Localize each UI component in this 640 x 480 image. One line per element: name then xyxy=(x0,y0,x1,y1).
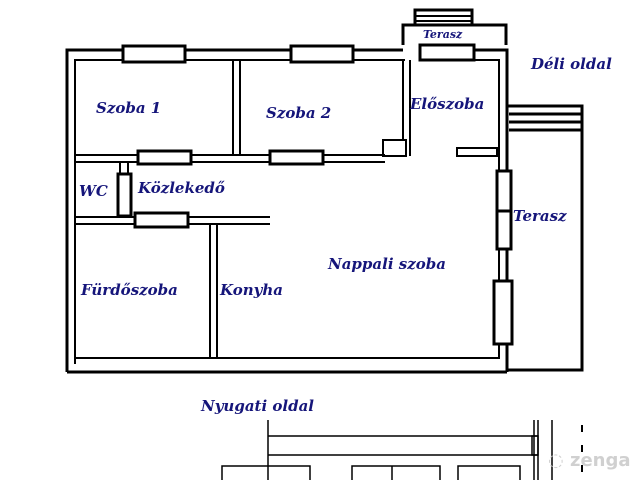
room-label-furdoszoba: Fürdőszoba xyxy=(81,281,178,299)
room-label-wc: WC xyxy=(79,182,108,200)
compass-label-south: Déli oldal xyxy=(531,55,612,73)
room-label-eloszoba: Előszoba xyxy=(410,95,485,113)
terrace-door xyxy=(495,169,513,213)
room-label-terasz-top: Terasz xyxy=(423,28,463,41)
window xyxy=(289,44,355,64)
terrace-right-outline xyxy=(507,104,584,372)
terrace-top-outline xyxy=(401,23,508,45)
watermark-text: zenga xyxy=(569,450,631,471)
window xyxy=(492,279,514,346)
terrace-door xyxy=(495,209,513,251)
room-label-nappali: Nappali szoba xyxy=(328,255,446,273)
compass-label-west: Nyugati oldal xyxy=(201,397,314,415)
window xyxy=(121,44,187,64)
watermark: ◌ zenga xyxy=(548,450,631,471)
room-label-terasz-right: Terasz xyxy=(513,207,567,225)
room-label-szoba-1: Szoba 1 xyxy=(96,99,162,117)
room-label-konyha: Konyha xyxy=(220,281,283,299)
zenga-logo-icon: ◌ xyxy=(548,450,570,471)
door xyxy=(116,172,133,218)
room-label-szoba-2: Szoba 2 xyxy=(266,104,332,122)
door xyxy=(133,211,190,229)
door xyxy=(268,149,325,166)
room-label-kozlekedo: Közlekedő xyxy=(138,179,225,197)
window xyxy=(418,43,476,62)
door xyxy=(136,149,193,166)
